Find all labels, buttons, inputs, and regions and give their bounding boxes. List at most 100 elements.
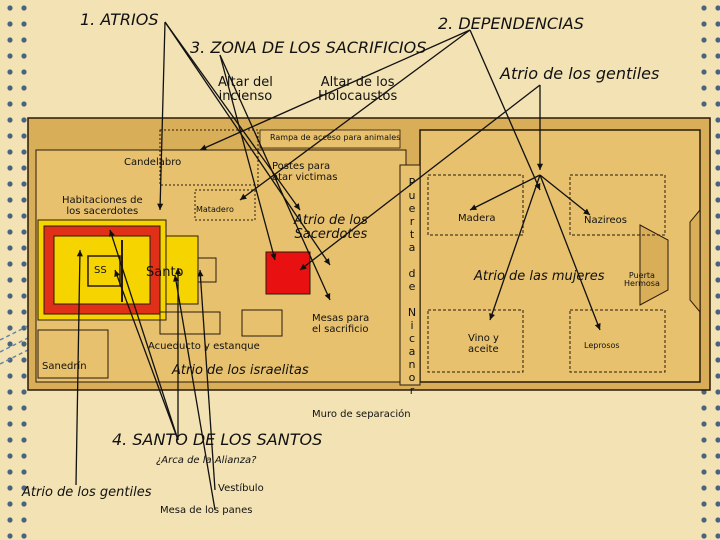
border-dot — [21, 325, 27, 331]
border-dot — [7, 293, 13, 299]
label-altar-incienso: Altar del incienso — [218, 75, 273, 104]
pointer-line — [199, 29, 471, 151]
arrowhead — [173, 275, 180, 282]
nicanor-letter: t — [409, 228, 415, 241]
border-dot — [715, 405, 720, 411]
border-dot — [701, 533, 707, 539]
border-dot — [21, 309, 27, 315]
nicanor-letter: r — [409, 384, 415, 397]
sacrifice-tables — [241, 309, 283, 337]
border-dot — [701, 69, 707, 75]
border-dot — [715, 5, 720, 11]
nicanor-letter: P — [408, 176, 416, 189]
arrowhead — [324, 293, 331, 300]
nicanor-letter: n — [408, 358, 416, 371]
border-dot — [715, 293, 720, 299]
border-dot — [21, 149, 27, 155]
label-atrio-sacerdotes: Atrio de los Sacerdotes — [294, 213, 368, 242]
nicanor-letter: u — [408, 189, 416, 202]
border-dot — [21, 261, 27, 267]
border-dot — [21, 293, 27, 299]
animal-ramp — [259, 129, 401, 149]
border-dot — [715, 341, 720, 347]
arrowhead — [323, 258, 330, 265]
border-dot — [701, 469, 707, 475]
border-dot — [715, 149, 720, 155]
border-dot — [701, 53, 707, 59]
nicanor-letter: i — [410, 319, 414, 332]
nicanor-letter: N — [407, 306, 417, 319]
pointer-line — [469, 174, 541, 211]
border-dot — [21, 341, 27, 347]
border-dot — [21, 469, 27, 475]
arrowhead — [293, 203, 300, 210]
arrowhead — [300, 263, 307, 270]
arrowhead — [489, 313, 495, 320]
arrowhead — [534, 183, 541, 190]
border-dot — [7, 245, 13, 251]
border-dot — [7, 421, 13, 427]
arrowhead — [109, 230, 115, 237]
label-candelabro: Candelabro — [124, 157, 182, 168]
vino-room — [427, 309, 524, 373]
border-dot — [7, 405, 13, 411]
priests-rooms — [159, 129, 259, 186]
aqueduct — [159, 311, 221, 335]
nicanor-letter — [405, 293, 419, 306]
border-dot — [21, 373, 27, 379]
label-santo: Santo — [146, 265, 184, 280]
left-dot-border — [7, 5, 27, 539]
border-dot — [715, 389, 720, 395]
border-dot — [21, 245, 27, 251]
border-dot — [7, 149, 13, 155]
border-dot — [7, 37, 13, 43]
nicanor-letter: e — [408, 202, 416, 215]
border-dot — [715, 437, 720, 443]
arrowhead — [200, 144, 207, 151]
border-dot — [21, 389, 27, 395]
border-dot — [715, 485, 720, 491]
border-dot — [715, 469, 720, 475]
heading-atrios: 1. ATRIOS — [80, 10, 159, 29]
border-dot — [21, 101, 27, 107]
arrowhead — [536, 163, 544, 170]
arrowhead — [594, 323, 601, 330]
border-dot — [21, 117, 27, 123]
border-dot — [7, 5, 13, 11]
border-dot — [701, 437, 707, 443]
nazireos-room — [569, 174, 666, 236]
border-dot — [7, 533, 13, 539]
border-dot — [701, 37, 707, 43]
border-dot — [715, 501, 720, 507]
label-leprosos: Leprosos — [584, 341, 620, 350]
border-dot — [7, 501, 13, 507]
border-dot — [715, 357, 720, 363]
border-dot — [715, 245, 720, 251]
arrowhead — [76, 250, 83, 257]
pointer-line — [239, 29, 471, 201]
border-dot — [715, 229, 720, 235]
border-dot — [715, 517, 720, 523]
label-puerta-hermosa: Puerta Hermosa — [624, 271, 660, 289]
border-dot — [701, 405, 707, 411]
border-dot — [701, 485, 707, 491]
border-dot — [7, 517, 13, 523]
border-dot — [7, 181, 13, 187]
border-dot — [7, 357, 13, 363]
label-vestibulo: Vestíbulo — [218, 483, 264, 494]
border-dot — [21, 21, 27, 27]
label-atrio-israelitas: Atrio de los israelitas — [172, 363, 309, 378]
border-dot — [715, 133, 720, 139]
border-dot — [7, 485, 13, 491]
label-altar-holocaustos: Altar de los Holocaustos — [318, 75, 398, 104]
label-muro: Muro de separación — [312, 409, 411, 420]
pointer-line — [109, 229, 179, 441]
pointer-line — [299, 84, 541, 271]
nicanor-letter: a — [408, 241, 416, 254]
pointer-line — [174, 274, 216, 511]
pointer-line — [159, 21, 166, 211]
arrowhead — [240, 193, 247, 200]
border-dot — [715, 373, 720, 379]
